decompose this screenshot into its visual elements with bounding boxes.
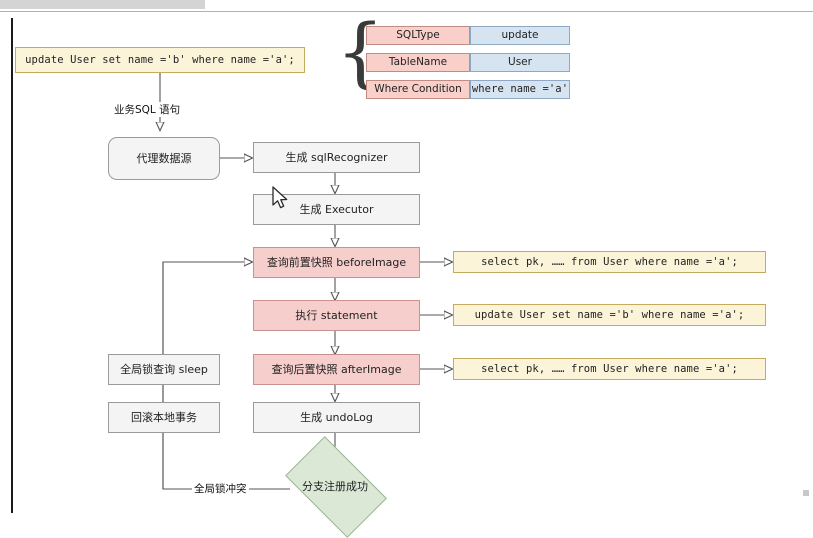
window-corner-marker bbox=[803, 490, 809, 496]
edge-label-global-lock-conflict: 全局锁冲突 bbox=[192, 481, 249, 496]
mouse-cursor-arrow-pointer bbox=[272, 186, 288, 209]
parse-row-2-key: Where Condition bbox=[366, 80, 470, 99]
node-branch-register-ok[interactable]: 分支注册成功 bbox=[285, 436, 387, 538]
diamond-label: 分支注册成功 bbox=[302, 480, 368, 493]
node-exec-statement[interactable]: 执行 statement bbox=[253, 300, 420, 331]
parse-row-0-key: SQLType bbox=[366, 26, 470, 45]
node-proxy-datasource[interactable]: 代理数据源 bbox=[108, 137, 220, 180]
node-gen-sql-recognizer[interactable]: 生成 sqlRecognizer bbox=[253, 142, 420, 173]
node-gen-undolog[interactable]: 生成 undoLog bbox=[253, 402, 420, 433]
parse-row-0-value: update bbox=[470, 26, 570, 45]
parse-row-2-value: where name ='a' bbox=[470, 80, 570, 99]
window-top-band bbox=[0, 0, 205, 9]
sql-out-after-image: select pk, …… from User where name ='a'; bbox=[453, 358, 766, 380]
parse-row-1-value: User bbox=[470, 53, 570, 72]
node-before-image[interactable]: 查询前置快照 beforeImage bbox=[253, 247, 420, 278]
edge-label-business-sql: 业务SQL 语句 bbox=[112, 102, 183, 117]
node-global-lock-sleep[interactable]: 全局锁查询 sleep bbox=[108, 354, 220, 385]
node-gen-executor[interactable]: 生成 Executor bbox=[253, 194, 420, 225]
input-sql-statement: update User set name ='b' where name ='a… bbox=[15, 47, 305, 73]
window-left-rule bbox=[11, 18, 13, 513]
window-top-rule bbox=[0, 11, 813, 12]
sql-out-statement: update User set name ='b' where name ='a… bbox=[453, 304, 766, 326]
sql-out-before-image: select pk, …… from User where name ='a'; bbox=[453, 251, 766, 273]
node-after-image[interactable]: 查询后置快照 afterImage bbox=[253, 354, 420, 385]
parse-row-1-key: TableName bbox=[366, 53, 470, 72]
node-rollback-local-tx[interactable]: 回滚本地事务 bbox=[108, 402, 220, 433]
